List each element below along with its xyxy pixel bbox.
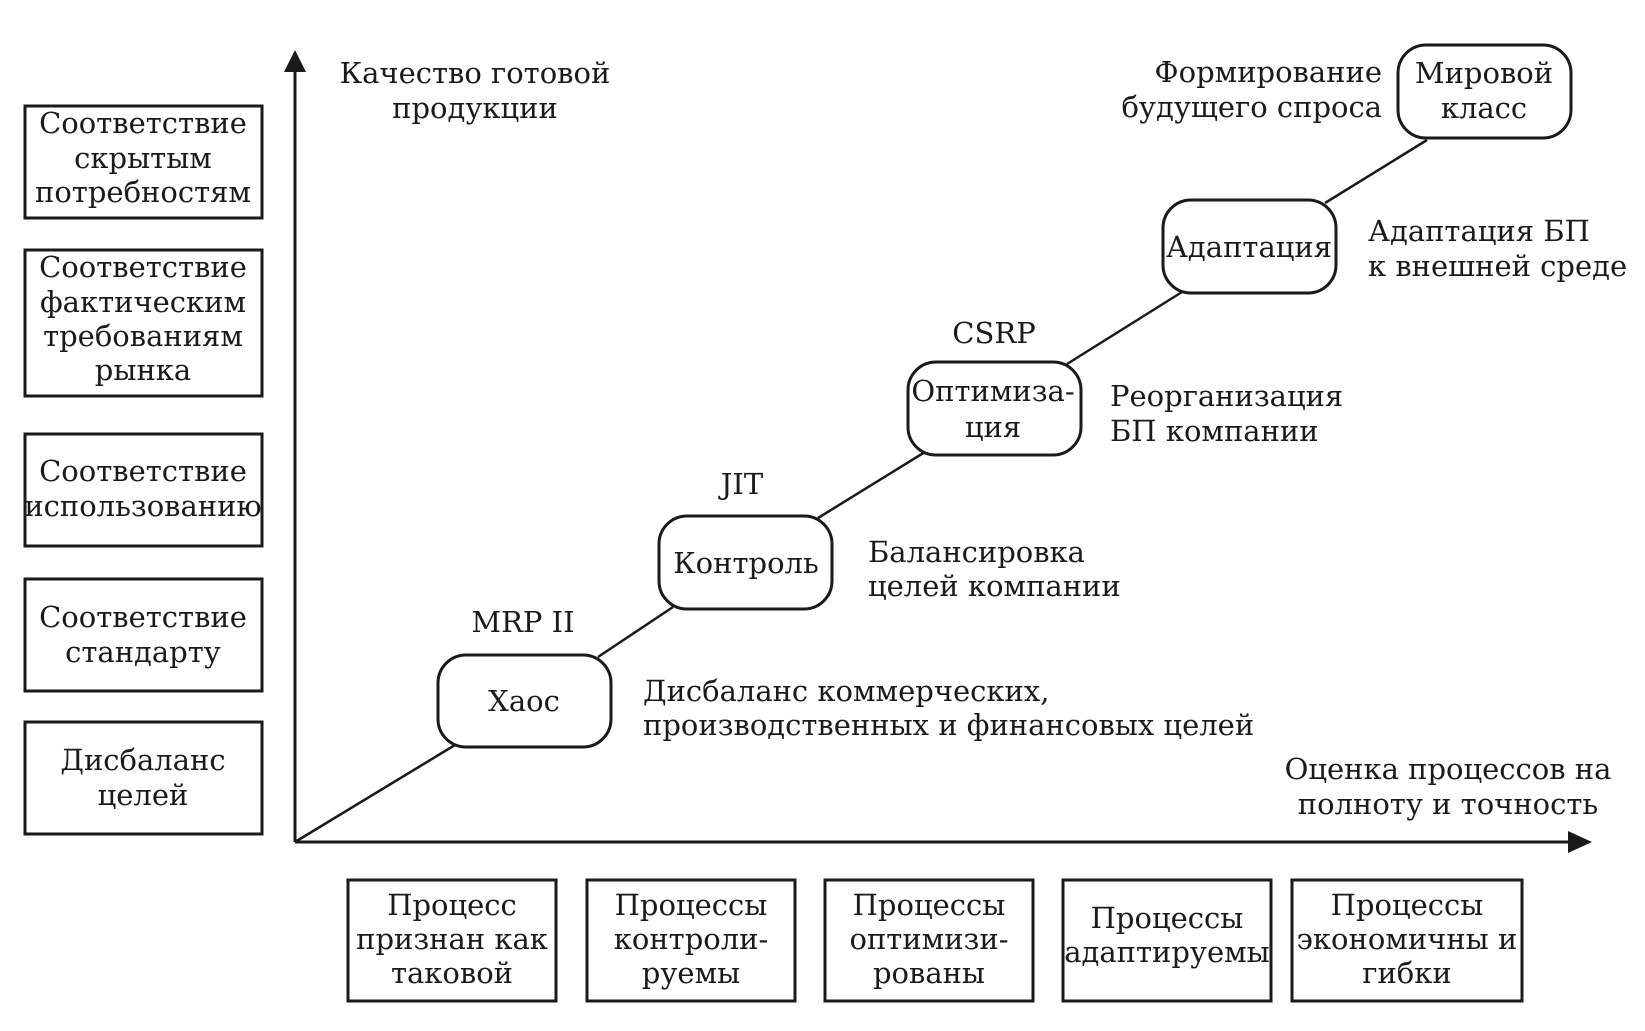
bottom-box-line: Процессы xyxy=(853,888,1006,922)
bottom-box-recognized: Процесс признан как таковой xyxy=(346,878,558,1003)
stage-label: Оптимиза- xyxy=(911,374,1074,408)
bottom-box-economical: Процессы экономичны и гибки xyxy=(1290,878,1524,1003)
stage-tag: CSRP xyxy=(952,316,1035,350)
stages: MRP II Хаос Дисбаланс коммерческих, прои… xyxy=(436,43,1627,749)
left-box-line: Соответствие xyxy=(39,600,247,634)
connector-origin-chaos xyxy=(294,743,456,844)
left-box-line: использованию xyxy=(24,489,261,523)
stage-description: Реорганизация xyxy=(1110,379,1343,413)
bottom-box-line: признан как xyxy=(356,922,548,956)
left-box-line: Соответствие xyxy=(39,250,247,284)
left-box-line: скрытым xyxy=(74,141,212,175)
bottom-box-adaptable: Процессы адаптируемы xyxy=(1061,878,1273,1003)
stage-connectors xyxy=(294,138,1428,844)
bottom-box-line: рованы xyxy=(873,956,985,990)
stage-label: Мировой xyxy=(1415,56,1553,90)
bottom-box-line: оптимизи- xyxy=(850,922,1009,956)
y-axis-label: Качество готовой продукции xyxy=(340,56,611,125)
stage-optimization: CSRP Оптимиза- ция Реорганизация БП комп… xyxy=(906,316,1343,457)
bottom-box-line: Процессы xyxy=(1331,888,1484,922)
stage-description: Дисбаланс коммерческих, xyxy=(643,674,1049,708)
left-column: Соответствие скрытым потребностям Соотве… xyxy=(23,104,264,836)
bottom-box-line: таковой xyxy=(391,956,513,990)
axes xyxy=(284,50,1592,853)
left-box-line: Соответствие xyxy=(39,106,247,140)
stage-label: Адаптация xyxy=(1166,230,1332,264)
left-box-standard: Соответствие стандарту xyxy=(23,577,264,693)
bottom-box-controlled: Процессы контроли- руемы xyxy=(585,878,797,1003)
bottom-row: Процесс признан как таковой Процессы кон… xyxy=(346,878,1524,1003)
stage-adaptation: Адаптация Адаптация БП к внешней среде xyxy=(1161,198,1627,295)
stage-description: Формирование xyxy=(1155,55,1382,89)
stage-label: класс xyxy=(1441,91,1527,125)
connector-adaptation-worldclass xyxy=(1324,138,1428,205)
x-axis-label: Оценка процессов на полноту и точность xyxy=(1285,752,1612,821)
bottom-box-line: руемы xyxy=(642,956,740,990)
left-box-line: рынка xyxy=(95,353,191,387)
y-axis-label-line-2: продукции xyxy=(392,91,558,125)
connector-control-optimization xyxy=(817,450,926,520)
connector-chaos-control xyxy=(597,605,674,659)
bottom-box-line: адаптируемы xyxy=(1064,935,1270,969)
bottom-box-line: экономичны и xyxy=(1297,922,1518,956)
stage-label: Хаос xyxy=(488,684,560,718)
x-axis-label-line-1: Оценка процессов на xyxy=(1285,752,1612,786)
stage-description: будущего спроса xyxy=(1121,90,1382,124)
connector-optimization-adaptation xyxy=(1066,290,1183,366)
bottom-box-line: Процессы xyxy=(1091,901,1244,935)
stage-label: ция xyxy=(965,410,1021,444)
left-box-usage: Соответствие использованию xyxy=(23,432,264,548)
stage-control: JIT Контроль Балансировка целей компании xyxy=(657,467,1121,611)
stage-tag: MRP II xyxy=(471,605,574,639)
stage-description: целей компании xyxy=(868,569,1121,603)
stage-description: Адаптация БП xyxy=(1368,214,1590,248)
left-box-goal-imbalance: Дисбаланс целей xyxy=(23,720,264,836)
left-box-line: Дисбаланс xyxy=(60,743,225,777)
x-axis-arrow xyxy=(1568,831,1592,853)
stage-description: производственных и финансовых целей xyxy=(643,708,1254,742)
left-box-market-requirements: Соответствие фактическим требованиям рын… xyxy=(23,248,264,398)
y-axis-arrow xyxy=(284,50,306,72)
y-axis-label-line-1: Качество готовой xyxy=(340,56,611,90)
left-box-line: потребностям xyxy=(35,175,251,209)
bottom-box-optimized: Процессы оптимизи- рованы xyxy=(823,878,1035,1003)
stage-world-class: Мировой класс Формирование будущего спро… xyxy=(1121,43,1573,140)
stage-description: к внешней среде xyxy=(1368,249,1627,283)
left-box-hidden-needs: Соответствие скрытым потребностям xyxy=(23,104,264,220)
left-box-line: фактическим xyxy=(40,285,246,319)
bottom-box-line: гибки xyxy=(1362,956,1451,990)
left-box-line: Соответствие xyxy=(39,454,247,488)
stage-description: Балансировка xyxy=(868,535,1085,569)
stage-chaos: MRP II Хаос Дисбаланс коммерческих, прои… xyxy=(436,605,1254,749)
bottom-box-line: Процессы xyxy=(615,888,768,922)
bottom-box-line: контроли- xyxy=(614,922,769,956)
left-box-line: целей xyxy=(98,778,189,812)
stage-description: БП компании xyxy=(1110,414,1319,448)
left-box-line: стандарту xyxy=(65,635,221,669)
stage-tag: JIT xyxy=(718,467,764,501)
stage-label: Контроль xyxy=(673,546,819,580)
bottom-box-line: Процесс xyxy=(387,888,517,922)
x-axis-label-line-2: полноту и точность xyxy=(1298,787,1598,821)
left-box-line: требованиям xyxy=(43,319,243,353)
